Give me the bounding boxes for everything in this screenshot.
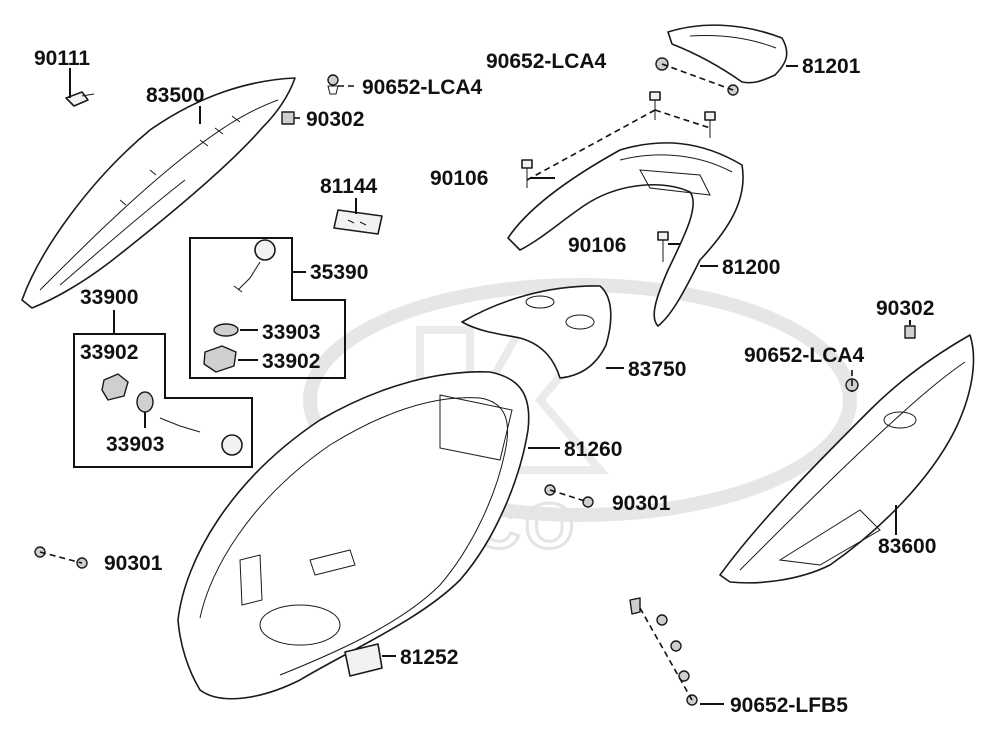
label-90302-right: 90302 [876,297,934,320]
label-83600: 83600 [878,535,936,558]
part-81201-carrier-cover [667,24,788,84]
leader-lines [39,63,911,705]
label-81201: 81201 [802,55,861,78]
label-90652-lca4-right: 90652-LCA4 [744,344,865,367]
part-90301-nuts [34,484,594,569]
part-90652-lca4-clip-top [327,74,339,95]
part-81260-storage-box [177,371,530,700]
label-81260: 81260 [564,438,622,461]
label-35390: 35390 [310,261,368,284]
part-83600-right-cover [719,334,975,584]
label-90302-top: 90302 [306,108,364,131]
group-35390 [189,237,346,379]
label-33900: 33900 [80,286,138,309]
label-33902-a: 33902 [80,341,138,364]
label-81144: 81144 [320,175,378,198]
label-33903-a: 33903 [262,321,320,344]
label-83750: 83750 [628,358,686,381]
part-90302-nut-right [904,325,916,339]
label-33903-b: 33903 [106,433,164,456]
part-81200-rear-carrier [507,142,744,327]
part-83500-left-cover [21,77,296,309]
label-81200: 81200 [722,256,780,279]
part-90652-lfb5-screws [629,597,698,706]
part-labels: 90111 83500 90652-LCA4 90302 90652-LCA4 … [34,47,936,717]
group-33900 [73,333,253,468]
part-81144-plate [333,209,383,235]
label-33902-b: 33902 [262,350,320,373]
label-90106-b: 90106 [568,234,626,257]
label-90301-left: 90301 [104,552,163,575]
part-90111-screw [65,91,95,107]
label-90111: 90111 [34,47,90,70]
label-90652-lfb5: 90652-LFB5 [730,694,848,717]
part-83750-center-cover [461,285,612,379]
label-83500: 83500 [146,84,204,107]
label-81252: 81252 [400,646,458,669]
label-90652-lca4-upper: 90652-LCA4 [486,50,607,73]
part-81252-label [344,643,383,677]
label-90652-lca4-top: 90652-LCA4 [362,76,483,99]
part-90302-nut-top [281,111,295,125]
label-90106-a: 90106 [430,167,488,190]
label-90301-right: 90301 [612,492,671,515]
